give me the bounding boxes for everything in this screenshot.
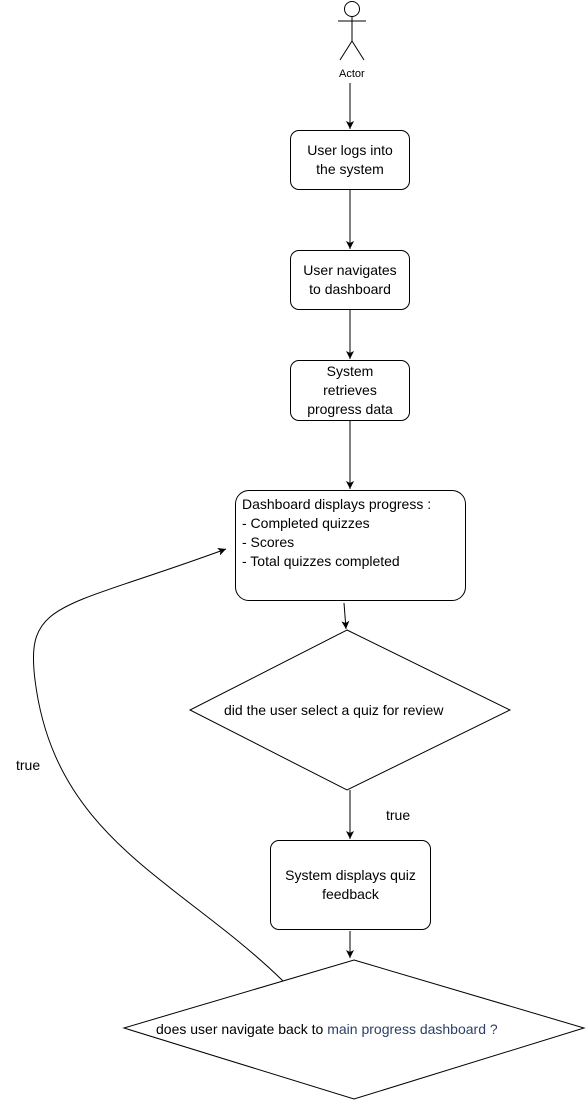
step-dashboard: Dashboard displays progress : - Complete… [235,490,466,601]
arrow-loop-back-to-dashboard [32,548,284,982]
actor-right-leg [351,40,365,61]
decision-navigate-back-text: does user navigate back to main progress… [156,1020,498,1038]
step-dashboard-text: Dashboard displays progress : - Complete… [242,496,432,569]
edge-label-true-down: true [386,807,411,823]
step-feedback: System displays quiz feedback [270,840,431,930]
actor-label: Actor [339,68,365,80]
decision-select-quiz-shape [188,629,512,791]
step-navigate-text: User navigates to dashboard [303,262,397,297]
step-login-text: User logs into the system [307,142,393,177]
actor-left-leg [339,40,353,61]
decision-select-quiz-text: did the user select a quiz for review [224,702,444,718]
arrow-dashboard-to-decision [341,602,350,630]
step-retrieve-text: System retrieves progress data [307,363,393,417]
step-navigate: User navigates to dashboard [290,250,410,310]
decision-navigate-back-shape [122,959,586,1100]
actor-figure [338,1,366,61]
step-login: User logs into the system [290,130,410,190]
actor-head [344,1,360,17]
edge-label-true-loop: true [16,757,41,773]
step-feedback-text: System displays quiz feedback [285,867,416,902]
decision-navigate-back-prefix: does user navigate back to [156,1021,328,1037]
decision-navigate-back-highlight: main progress dashboard ? [327,1021,498,1037]
step-retrieve: System retrieves progress data [290,360,410,421]
